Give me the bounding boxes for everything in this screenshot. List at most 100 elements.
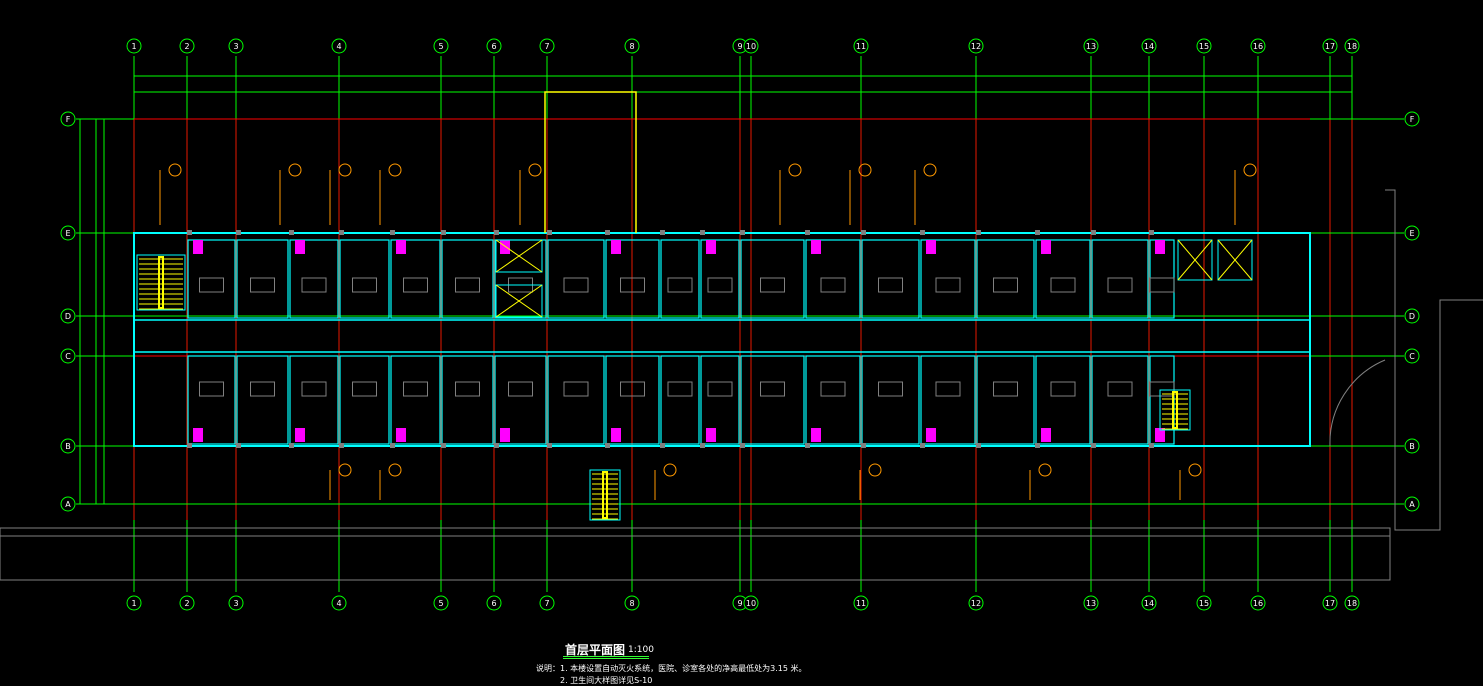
elevator-cross <box>1177 239 1213 281</box>
axis-label-col: 18 <box>1347 599 1357 608</box>
axis-bubble <box>1083 38 1099 54</box>
annotation-tag <box>788 163 802 177</box>
column <box>700 230 705 235</box>
axis-bubble <box>1404 348 1420 364</box>
axis-bubble <box>126 38 142 54</box>
room <box>1091 239 1149 319</box>
room <box>700 239 740 319</box>
axis-bubble <box>853 38 869 54</box>
toilet-fixture <box>706 428 716 442</box>
axis-bubble <box>1250 595 1266 611</box>
axis-label-col: 3 <box>233 42 238 51</box>
toilet-fixture <box>193 240 203 254</box>
axis-bubble <box>179 595 195 611</box>
axis-bubble <box>1196 38 1212 54</box>
axis-bubble <box>968 595 984 611</box>
axis-label-col: 13 <box>1086 599 1096 608</box>
column <box>660 230 665 235</box>
axis-bubble <box>60 111 76 127</box>
entrance-canopy <box>544 91 637 233</box>
desk-furniture <box>1149 381 1175 397</box>
desk-furniture <box>199 277 224 293</box>
axis-bubble <box>331 595 347 611</box>
room <box>861 239 920 319</box>
axis-bubble <box>60 308 76 324</box>
room <box>236 239 289 319</box>
axis-label-col: 9 <box>737 599 742 608</box>
stair-east <box>1159 389 1191 431</box>
axis-bubble <box>624 38 640 54</box>
axis-label-col: 4 <box>336 599 341 608</box>
room <box>289 239 339 319</box>
axis-label-row: D <box>65 312 71 321</box>
room <box>660 239 700 319</box>
axis-bubble <box>1322 595 1338 611</box>
annotation-tag <box>288 163 302 177</box>
column <box>660 443 665 448</box>
annotation-tag <box>338 163 352 177</box>
column <box>390 443 395 448</box>
axis-label-col: 6 <box>491 599 496 608</box>
desk-furniture <box>935 277 961 293</box>
column <box>861 443 866 448</box>
axis-label-col: 17 <box>1325 599 1335 608</box>
note-line-1: 说明：1. 本楼设置自动灭火系统，医院、诊室各处的净高最低处为3.15 米。 <box>536 664 807 673</box>
room <box>605 355 660 445</box>
column <box>920 443 925 448</box>
room <box>1091 355 1149 445</box>
column <box>700 443 705 448</box>
elevator-shaft <box>1217 239 1253 281</box>
axis-label-col: 11 <box>856 42 866 51</box>
column <box>1035 443 1040 448</box>
desk-furniture <box>667 277 693 293</box>
desk-furniture <box>1149 277 1175 293</box>
toilet-fixture <box>811 428 821 442</box>
column <box>1091 230 1096 235</box>
axis-label-col: 16 <box>1253 599 1263 608</box>
annotation-tag <box>388 163 402 177</box>
desk-furniture <box>878 277 903 293</box>
desk-furniture <box>563 381 589 397</box>
desk-furniture <box>760 381 785 397</box>
axis-label-col: 18 <box>1347 42 1357 51</box>
axis-bubble <box>60 496 76 512</box>
column <box>339 230 344 235</box>
annotation-tag <box>1188 463 1202 477</box>
desk-furniture <box>250 381 275 397</box>
axis-bubble <box>60 348 76 364</box>
axis-label-col: 2 <box>184 42 189 51</box>
toilet-fixture <box>611 240 621 254</box>
axis-label-col: 12 <box>971 599 981 608</box>
axis-label-col: 10 <box>746 599 756 608</box>
column <box>547 230 552 235</box>
room <box>441 355 494 445</box>
room <box>236 355 289 445</box>
room <box>1035 355 1091 445</box>
desk-furniture <box>935 381 961 397</box>
axis-label-col: 6 <box>491 42 496 51</box>
toilet-fixture <box>500 428 510 442</box>
axis-bubble <box>1083 595 1099 611</box>
desk-furniture <box>760 277 785 293</box>
note-line-2: 2. 卫生间大样图详见S-10 <box>560 676 653 685</box>
annotation-tag <box>338 463 352 477</box>
desk-furniture <box>1107 277 1133 293</box>
desk-furniture <box>508 381 533 397</box>
axis-label-col: 12 <box>971 42 981 51</box>
adjacent-building <box>0 527 1391 581</box>
toilet-fixture <box>1041 428 1051 442</box>
axis-bubble <box>1404 111 1420 127</box>
axis-label-col: 15 <box>1199 599 1209 608</box>
axis-bubble <box>853 595 869 611</box>
axis-bubble <box>1404 225 1420 241</box>
axis-label-col: 5 <box>438 42 443 51</box>
axis-label-row: B <box>1409 442 1415 451</box>
column <box>236 443 241 448</box>
annotation-tag <box>168 163 182 177</box>
annotation-tag <box>663 463 677 477</box>
column <box>494 230 499 235</box>
axis-bubble <box>179 38 195 54</box>
toilet-fixture <box>193 428 203 442</box>
elevator-cross <box>495 239 543 273</box>
axis-bubble <box>1404 308 1420 324</box>
